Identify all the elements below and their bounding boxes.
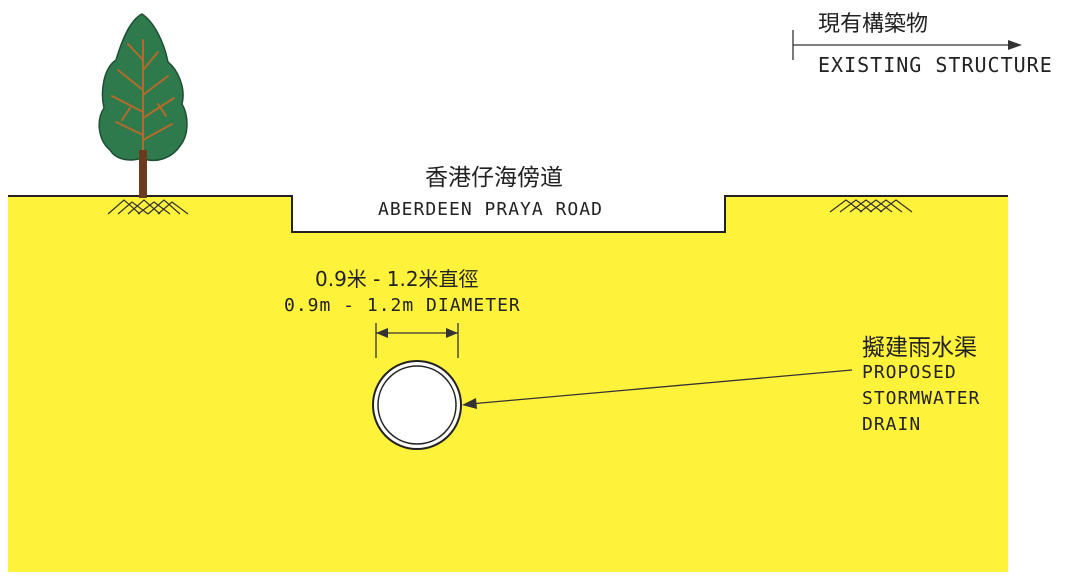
road-name-en: ABERDEEN PRAYA ROAD: [378, 199, 603, 220]
existing-structure-label-en: EXISTING STRUCTURE: [818, 53, 1053, 77]
ground: [8, 196, 1008, 572]
drain-label-line-1: PROPOSED: [862, 362, 957, 383]
pipe-diameter-label-zh: 0.9米 - 1.2米直徑: [315, 267, 479, 291]
stormwater-pipe: [372, 360, 462, 450]
drain-label-line-2: STORMWATER: [862, 388, 981, 409]
existing-structure-arrow: [792, 30, 1022, 60]
drain-label-zh: 擬建雨水渠: [862, 335, 977, 361]
diameter-dimension: [375, 323, 459, 358]
tree-icon: [98, 13, 188, 198]
grass-hatch-right: [829, 199, 913, 213]
drain-label-line-3: DRAIN: [862, 414, 922, 435]
pipe-diameter-label-en: 0.9m - 1.2m DIAMETER: [284, 295, 521, 316]
existing-structure-label-zh: 現有構築物: [818, 12, 929, 37]
road-name-zh: 香港仔海傍道: [425, 165, 563, 191]
ground-surface-line: [8, 195, 1008, 233]
drain-leader-line: [462, 369, 853, 409]
grass-hatch-left: [107, 199, 189, 215]
